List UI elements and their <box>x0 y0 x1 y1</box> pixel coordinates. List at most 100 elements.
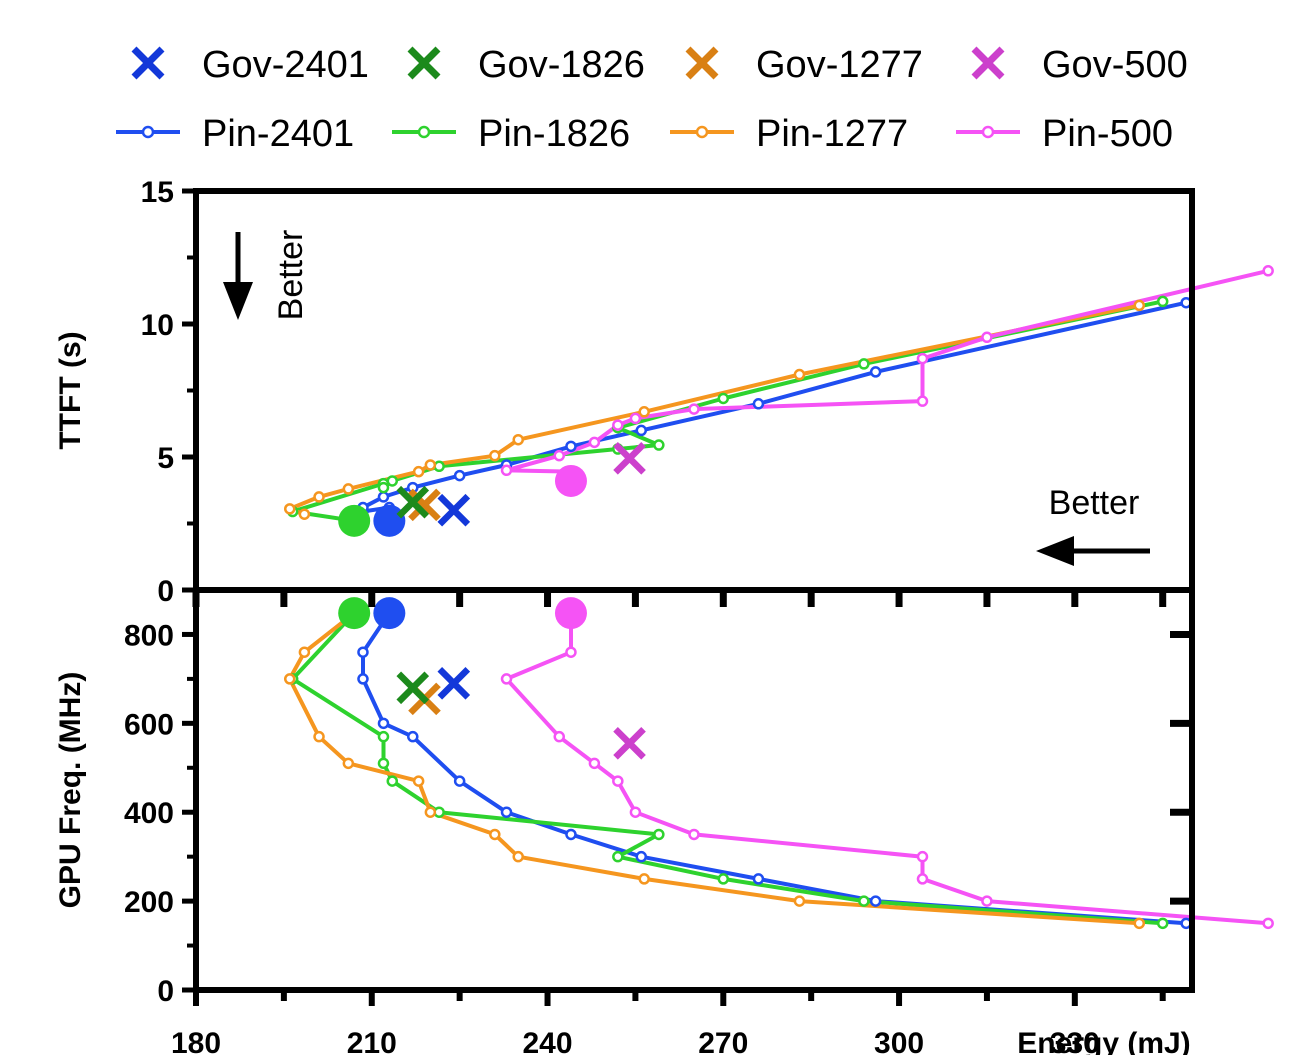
default-point-pin-500 <box>554 464 587 497</box>
legend-item-pin-1826: Pin-1826 <box>392 113 630 155</box>
data-point-pin-1826 <box>858 895 870 907</box>
data-point-pin-1277 <box>638 873 650 885</box>
legend-x-marker <box>971 46 1005 80</box>
better-label: Better <box>1049 484 1140 522</box>
data-point-pin-1826 <box>612 850 624 863</box>
marker-x-stroke <box>396 485 430 519</box>
data-point-pin-1826 <box>377 730 390 743</box>
data-point-pin-1277 <box>489 828 501 841</box>
data-point-pin-1277 <box>793 368 806 381</box>
data-point-pin-1826 <box>386 475 399 487</box>
legend-label: Gov-1277 <box>756 44 923 86</box>
data-point-pin-2401 <box>752 873 765 885</box>
data-point-pin-500 <box>500 464 513 477</box>
data-point-pin-1826 <box>653 828 665 841</box>
governor-marker-gov-1826 <box>396 485 430 519</box>
data-point-pin-1277 <box>313 491 325 503</box>
legend-point <box>417 125 431 139</box>
data-point-pin-500 <box>629 412 642 425</box>
legend-label: Gov-1826 <box>478 44 645 86</box>
data-point-pin-1277 <box>638 406 650 418</box>
default-point-pin-500 <box>554 597 587 630</box>
x-tick-label: 300 <box>874 1027 924 1055</box>
data-point-pin-1826 <box>653 439 665 451</box>
data-point-pin-1826 <box>1156 917 1169 930</box>
default-point-pin-1826 <box>338 504 371 537</box>
data-point-pin-500 <box>612 775 624 787</box>
data-point-pin-500 <box>553 449 565 462</box>
marker-x-stroke <box>396 671 430 705</box>
legend-item-gov-500: Gov-500 <box>971 44 1188 86</box>
marker-x-stroke <box>437 667 471 700</box>
data-point-pin-2401 <box>565 828 577 841</box>
legend-x-marker <box>685 46 719 80</box>
data-point-pin-1826 <box>377 481 390 494</box>
data-point-pin-500 <box>612 419 624 431</box>
marker-x-stroke <box>131 46 165 80</box>
default-point-pin-2401 <box>373 504 406 537</box>
data-point-pin-500 <box>916 850 929 863</box>
data-point-pin-1277 <box>298 508 311 520</box>
data-point-pin-500 <box>916 395 929 407</box>
data-point-pin-1277 <box>424 806 437 818</box>
better-label: Better <box>272 230 310 321</box>
data-point-pin-2401 <box>377 717 390 730</box>
data-point-pin-500 <box>588 436 601 449</box>
data-point-pin-500 <box>1262 917 1274 930</box>
legend-item-gov-2401: Gov-2401 <box>131 44 369 86</box>
data-point-pin-1826 <box>377 757 390 770</box>
legend-label: Pin-500 <box>1042 113 1173 155</box>
data-point-pin-500 <box>1262 265 1274 277</box>
legend-item-pin-500: Pin-500 <box>956 113 1173 155</box>
x-tick-label: 240 <box>522 1027 572 1055</box>
data-point-pin-1826 <box>433 460 445 473</box>
data-point-pin-500 <box>916 873 929 885</box>
data-point-pin-1277 <box>1133 299 1146 312</box>
legend-label: Gov-2401 <box>202 44 369 86</box>
governor-marker-gov-2401 <box>437 667 471 700</box>
marker-x-stroke <box>613 727 646 760</box>
x-tick-label: 330 <box>1050 1027 1100 1055</box>
data-point-pin-1826 <box>717 873 730 885</box>
better-annotation-left: Better <box>1036 484 1150 566</box>
data-point-pin-500 <box>629 806 642 818</box>
legend-item-gov-1826: Gov-1826 <box>407 44 645 86</box>
marker-x-stroke <box>407 46 441 80</box>
x-axis-title: Energy (mJ) <box>1017 1027 1190 1055</box>
data-point-pin-500 <box>981 895 993 907</box>
data-point-pin-500 <box>688 403 700 415</box>
data-point-pin-1277 <box>512 433 524 446</box>
legend-item-pin-1277: Pin-1277 <box>670 113 908 155</box>
data-point-pin-500 <box>500 673 513 685</box>
data-point-pin-1277 <box>424 459 437 471</box>
series-line-pin-500 <box>504 613 1269 926</box>
marker-x-stroke <box>685 46 719 80</box>
y-tick-label: 0 <box>157 575 174 608</box>
left-arrow-head <box>1036 536 1074 566</box>
legend-label: Pin-1277 <box>756 113 908 155</box>
y-tick-label: 0 <box>157 975 174 1008</box>
data-point-pin-2401 <box>752 398 765 410</box>
down-arrow-head <box>223 282 253 320</box>
data-point-pin-500 <box>916 352 929 365</box>
data-point-pin-500 <box>688 828 700 841</box>
data-point-pin-1277 <box>512 850 524 863</box>
x-tick-label: 180 <box>171 1027 221 1055</box>
legend-x-marker <box>407 46 441 80</box>
plot-frame <box>193 587 1195 993</box>
series-line-pin-1826 <box>290 299 1164 523</box>
data-point-pin-1277 <box>793 895 806 907</box>
marker-x-stroke <box>613 442 646 475</box>
x-tick-label: 270 <box>698 1027 748 1055</box>
y-tick-label: 400 <box>124 797 174 830</box>
data-point-pin-1277 <box>412 775 425 787</box>
legend-x-marker <box>131 46 165 80</box>
y-tick-label: 5 <box>157 442 174 475</box>
data-point-pin-2401 <box>635 850 648 863</box>
data-point-pin-1277 <box>1133 917 1146 930</box>
governor-marker-gov-500 <box>613 727 646 760</box>
data-point-pin-2401 <box>453 469 466 482</box>
